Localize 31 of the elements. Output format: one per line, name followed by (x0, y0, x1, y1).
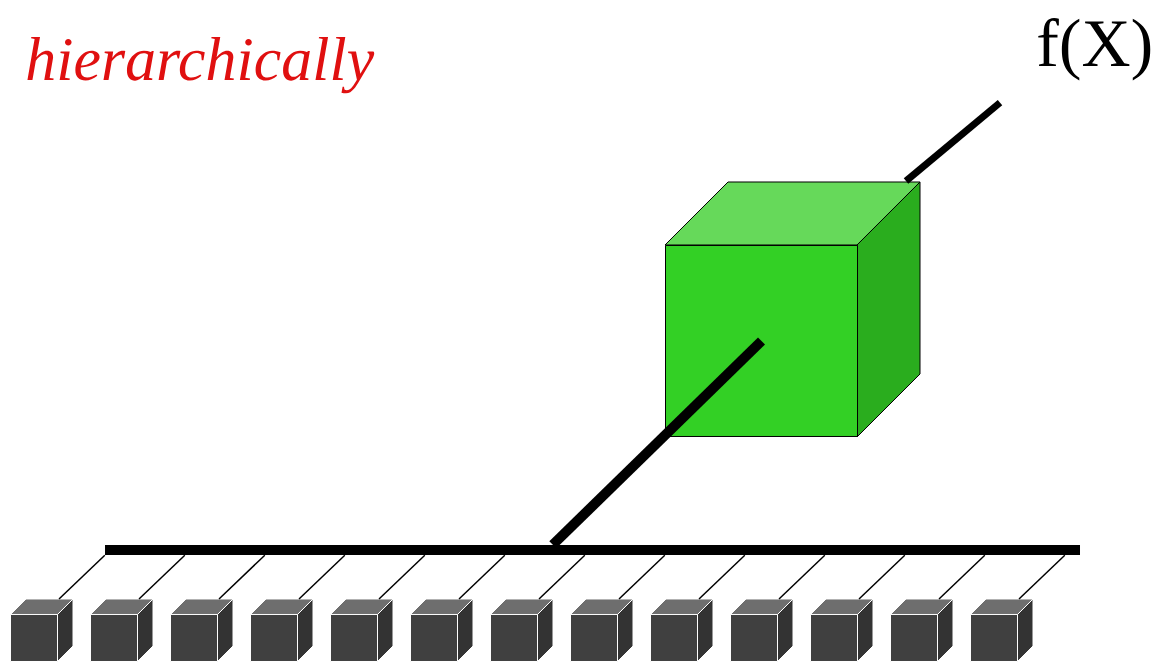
connector-line (1018, 554, 1066, 600)
cube-drawing (169, 598, 234, 663)
connector-line (903, 99, 1003, 184)
cube-drawing (489, 598, 554, 663)
cube-drawing (649, 598, 714, 663)
cube-drawing (9, 598, 74, 663)
connector-line (458, 554, 506, 600)
cube-drawing (249, 598, 314, 663)
connector-line (778, 554, 826, 600)
connector-line (298, 554, 346, 600)
connector-line (538, 554, 586, 600)
connector-line (938, 554, 986, 600)
cube-drawing (329, 598, 394, 663)
cube-drawing (664, 181, 921, 438)
connector-line (138, 554, 186, 600)
bus-bar (105, 545, 1080, 555)
connector-line (698, 554, 746, 600)
cube-drawing (969, 598, 1034, 663)
heading-text: hierarchically (27, 36, 375, 94)
cube-drawing (89, 598, 154, 663)
cube-drawing (409, 598, 474, 663)
formula-label: f(X) (1038, 18, 1151, 81)
connector-line (218, 554, 266, 600)
connector-line (858, 554, 906, 600)
cube-drawing (729, 598, 794, 663)
cube-drawing (889, 598, 954, 663)
cube-drawing (569, 598, 634, 663)
connector-line (58, 554, 106, 600)
connector-line (378, 554, 426, 600)
cube-drawing (809, 598, 874, 663)
connector-line (618, 554, 666, 600)
